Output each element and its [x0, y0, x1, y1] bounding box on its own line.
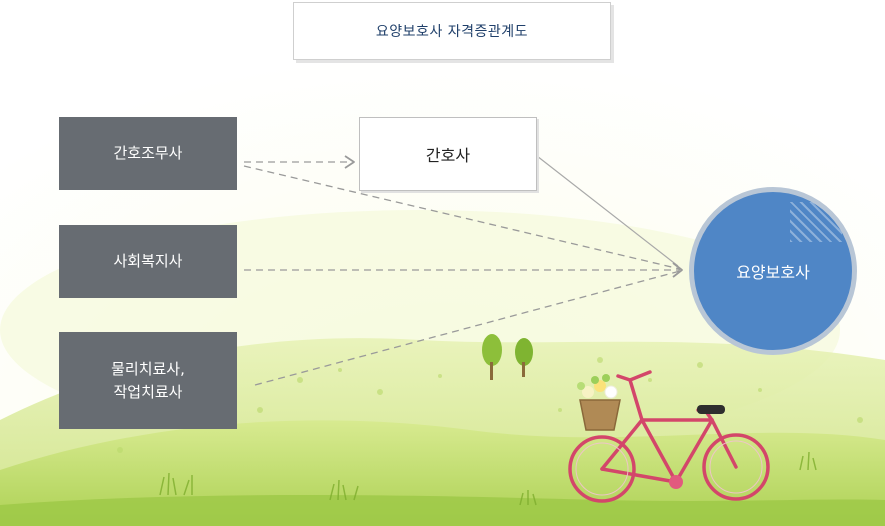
target-label: 요양보호사 [736, 263, 810, 282]
source-box-therapists: 물리치료사, 작업치료사 [59, 332, 237, 429]
target-circle-caregiver: 요양보호사 [689, 187, 857, 355]
source-label: 간호조무사 [113, 144, 183, 162]
source-label-line2: 작업치료사 [113, 382, 183, 401]
diagram-title-text: 요양보호사 자격증관계도 [375, 24, 529, 40]
source-box-social-worker: 사회복지사 [59, 225, 237, 298]
source-box-nurse-aide: 간호조무사 [59, 117, 237, 190]
intermediate-label: 간호사 [425, 146, 471, 165]
source-label-line1: 물리치료사, [111, 359, 185, 378]
source-label: 사회복지사 [113, 252, 183, 270]
diagram-title: 요양보호사 자격증관계도 [293, 2, 611, 60]
intermediate-box-nurse: 간호사 [359, 117, 537, 191]
